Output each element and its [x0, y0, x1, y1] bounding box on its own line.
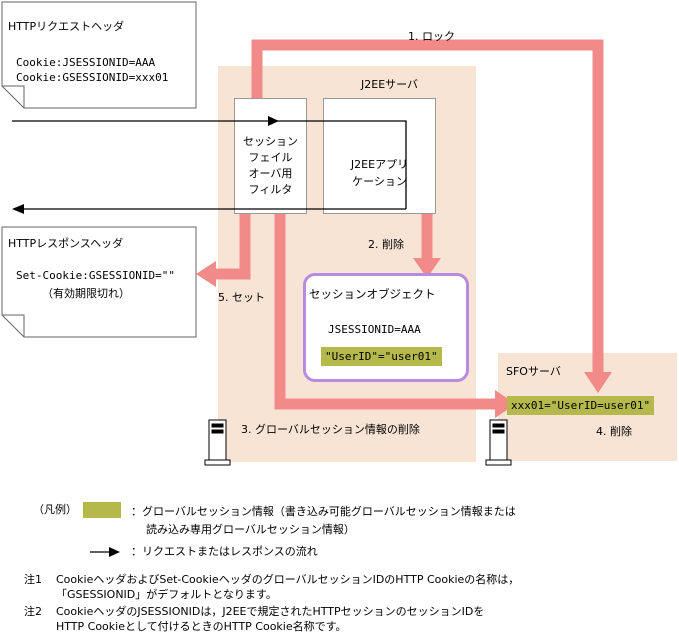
request-flow-line	[12, 120, 407, 209]
step-set-cookie-label: 5. セット	[218, 291, 265, 304]
request-flow-arrowhead	[268, 116, 279, 126]
legend-global-info-text: ：グローバルセッション情報（書き込み可能グローバルセッション情報または	[131, 505, 516, 518]
delete-global-arrowhead	[495, 390, 516, 418]
note-1-line-1: CookieヘッダおよびSet-CookieヘッダのグローバルセッションIDのH…	[56, 573, 520, 586]
set-cookie-arrow-path	[216, 210, 251, 280]
set-cookie-arrowhead	[196, 261, 216, 287]
response-header-expired: （有効期限切れ）	[42, 287, 130, 300]
delete-session-arrowhead	[413, 258, 441, 278]
j2ee-server-icon	[204, 419, 231, 466]
legend-flow-text: ：リクエストまたはレスポンスの流れ	[131, 545, 318, 558]
note-1-label: 注1	[24, 573, 42, 586]
step-lock-label: 1. ロック	[408, 30, 455, 43]
response-header-document	[1, 226, 197, 338]
response-header-set-cookie: Set-Cookie:GSESSIONID=""	[16, 269, 175, 282]
j2ee-application-box	[323, 98, 436, 214]
response-header-fold	[2, 314, 25, 337]
sfo-server-icon	[485, 419, 512, 466]
step-delete-session-label: 2. 削除	[368, 238, 404, 251]
note-1-line-2: 「GSESSIONID」がデフォルトとなります。	[56, 588, 277, 601]
failover-filter-label: セッション フェイル オーバ用 フィルタ	[243, 135, 298, 196]
session-object-userid: "UserID"="user01"	[321, 347, 442, 366]
legend-label: （凡例）	[33, 503, 77, 516]
response-flow-arrowhead	[12, 204, 24, 214]
sfo-server-title: SFOサーバ	[506, 365, 561, 378]
delete-global-arrow-path	[274, 210, 495, 410]
legend-global-info-swatch	[83, 502, 121, 518]
request-header-gsessionid: Cookie:GSESSIONID=xxx01	[16, 71, 169, 84]
session-object-jsessionid: JSESSIONID=AAA	[328, 323, 421, 336]
failover-filter-box	[234, 98, 307, 214]
note-2-line-2: HTTP Cookieとして付けるときのHTTP Cookie名称です。	[56, 620, 347, 633]
note-2-label: 注2	[24, 605, 42, 618]
lock-arrow-path	[251, 39, 604, 372]
legend-global-info-text-2: 読み込み専用グローバルセッション情報）	[146, 523, 355, 536]
request-header-title: HTTPリクエストヘッダ	[8, 20, 125, 33]
request-header-jsessionid: Cookie:JSESSIONID=AAA	[16, 56, 156, 69]
response-header-title: HTTPレスポンスヘッダ	[8, 237, 124, 250]
request-header-fold	[2, 85, 25, 108]
step-delete-sfo-label: 4. 削除	[596, 425, 632, 438]
lock-arrowhead	[584, 372, 612, 393]
sfo-global-session-entry: xxx01="UserID=user01"	[507, 396, 655, 415]
j2ee-application-label: J2EEアプリ ケーション	[350, 158, 409, 188]
request-header-document	[1, 1, 197, 109]
step-delete-global-label: 3. グローバルセッション情報の削除	[241, 423, 420, 436]
j2ee-server-title: J2EEサーバ	[361, 78, 419, 91]
note-2-line-1: CookieヘッダのJSESSIONIDは，J2EEで規定されたHTTPセッショ…	[56, 605, 485, 618]
legend-arrowhead	[109, 547, 120, 557]
session-object-title: セッションオブジェクト	[309, 287, 436, 301]
